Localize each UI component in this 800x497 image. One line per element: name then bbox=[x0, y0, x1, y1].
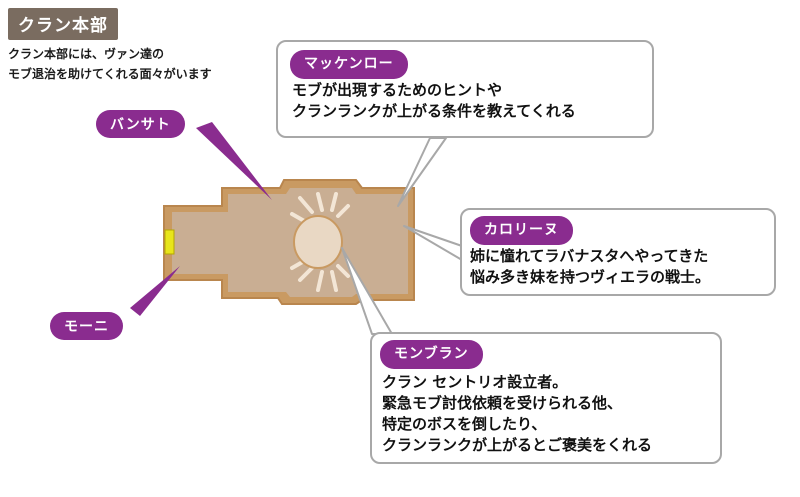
bansat-tag: バンサト bbox=[96, 110, 185, 138]
description-line: クラン本部には、ヴァン達の bbox=[8, 47, 165, 61]
moni-tag: モーニ bbox=[50, 312, 123, 340]
description-line: クランランクが上がるとご褒美をくれる bbox=[382, 436, 653, 454]
npc-description: 姉に憧れてラバナスタへやってきた 悩み多き妹を持つヴィエラの戦士。 bbox=[470, 246, 710, 288]
bansat-pointer bbox=[196, 122, 272, 200]
mackenlow-callout: マッケンロー モブが出現するためのヒントや クランランクが上がる条件を教えてくれ… bbox=[276, 40, 654, 138]
page-title: クラン本部 bbox=[8, 8, 118, 40]
description-line: 悩み多き妹を持つヴィエラの戦士。 bbox=[470, 268, 711, 286]
description-line: モブが出現するためのヒントや bbox=[292, 81, 503, 99]
montblanc-callout: モンブラン クラン セントリオ設立者。 緊急モブ討伐依頼を受けられる他、 特定の… bbox=[370, 332, 722, 464]
mackenlow-pointer bbox=[397, 137, 447, 207]
npc-name-tag: マッケンロー bbox=[290, 50, 408, 79]
npc-description: クラン セントリオ設立者。 緊急モブ討伐依頼を受けられる他、 特定のボスを倒した… bbox=[382, 372, 652, 456]
description-line: 特定のボスを倒したり、 bbox=[382, 415, 547, 433]
description-line: クラン セントリオ設立者。 bbox=[382, 373, 568, 391]
center-dais bbox=[293, 215, 343, 269]
description-line: クランランクが上がる条件を教えてくれる bbox=[292, 102, 576, 120]
description-line: モブ退治を助けてくれる面々がいます bbox=[8, 67, 212, 81]
npc-name-tag: モンブラン bbox=[380, 340, 483, 369]
moni-pointer bbox=[130, 266, 180, 316]
carolina-callout: カロリーヌ 姉に憧れてラバナスタへやってきた 悩み多き妹を持つヴィエラの戦士。 bbox=[460, 208, 776, 296]
npc-name-tag: カロリーヌ bbox=[470, 216, 573, 245]
npc-description: モブが出現するためのヒントや クランランクが上がる条件を教えてくれる bbox=[292, 80, 576, 122]
entrance-door bbox=[164, 229, 175, 255]
description: クラン本部には、ヴァン達の モブ退治を助けてくれる面々がいます bbox=[8, 44, 212, 84]
description-line: 緊急モブ討伐依頼を受けられる他、 bbox=[382, 394, 623, 412]
description-line: 姉に憧れてラバナスタへやってきた bbox=[470, 247, 709, 265]
